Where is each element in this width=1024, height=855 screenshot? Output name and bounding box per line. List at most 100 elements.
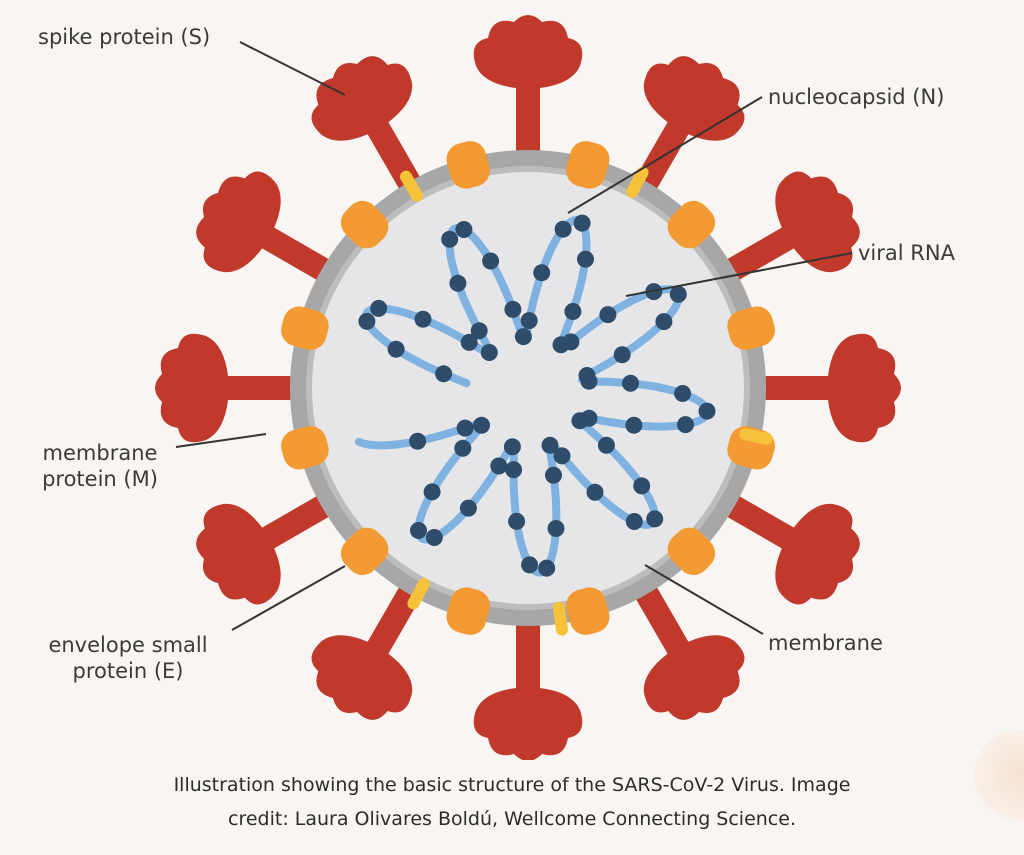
envelope-protein-icon (626, 166, 649, 198)
envelope-protein-icon (552, 601, 568, 636)
spike-protein-icon (722, 493, 860, 605)
nucleocapsid-dot-icon (370, 299, 388, 317)
nucleocapsid-dot-icon (674, 385, 692, 402)
spike-protein-icon (196, 493, 334, 605)
spike-protein-icon (722, 171, 860, 283)
nucleocapsid-dot-icon (503, 438, 521, 456)
nucleocapsid-dot-icon (564, 303, 582, 320)
nucleocapsid-dot-icon (553, 447, 571, 465)
nucleocapsid-dot-icon (545, 466, 562, 484)
nucleocapsid-dot-icon (504, 300, 522, 318)
spike-protein-icon (633, 582, 745, 720)
nucleocapsid-dot-icon (573, 214, 591, 232)
nucleocapsid-dot-icon (597, 436, 615, 454)
spike-protein-icon (473, 15, 583, 156)
nucleocapsid-dot-icon (414, 310, 432, 328)
spike-protein-icon (155, 333, 296, 443)
label-viral-rna: viral RNA (858, 241, 955, 265)
nucleocapsid-dot-icon (505, 461, 523, 479)
nucleocapsid-dot-icon (577, 250, 594, 268)
nucleocapsid-dot-icon (473, 416, 490, 434)
nucleocapsid-dot-icon (538, 559, 556, 577)
label-membrane: membrane (768, 631, 883, 655)
nucleocapsid-dot-icon (541, 436, 559, 454)
caption-line-2: credit: Laura Olivares Boldú, Wellcome C… (228, 808, 796, 830)
spike-protein-layer (155, 15, 901, 760)
nucleocapsid-dot-icon (358, 312, 376, 330)
nucleocapsid-dot-icon (480, 344, 498, 361)
envelope-protein-layer (400, 166, 773, 636)
spike-protein-icon (196, 171, 334, 283)
nucleocapsid-dot-icon (425, 529, 443, 546)
membrane-protein-icon (566, 587, 610, 635)
nucleocapsid-dot-icon (622, 374, 639, 392)
nucleocapsid-dot-icon (698, 402, 716, 420)
membrane-protein-icon (667, 527, 716, 576)
envelope-protein-icon (739, 428, 773, 445)
nucleocapsid-dot-icon (514, 328, 532, 346)
nucleocapsid-dot-icon (613, 346, 631, 364)
membrane-protein-icon (281, 426, 329, 470)
nucleocapsid-layer (358, 214, 716, 577)
virus-interior (312, 172, 744, 604)
figure-caption: Illustration showing the basic structure… (0, 768, 1024, 836)
membrane-protein-icon (340, 527, 389, 576)
nucleocapsid-dot-icon (490, 457, 508, 475)
label-membrane-protein-line2: protein (M) (42, 467, 158, 491)
nucleocapsid-dot-icon (554, 220, 572, 238)
label-envelope-line2: protein (E) (72, 659, 184, 683)
spike-protein-icon (760, 333, 901, 443)
nucleocapsid-dot-icon (646, 510, 664, 528)
nucleocapsid-dot-icon (410, 522, 427, 539)
nucleocapsid-dot-icon (482, 252, 500, 270)
leader-envelope (231, 565, 346, 631)
leader-membrane (644, 564, 764, 635)
membrane-protein-icon (340, 200, 389, 249)
leader-lines (175, 41, 853, 635)
nucleocapsid-dot-icon (521, 556, 539, 574)
membrane-protein-icon (446, 141, 490, 189)
nucleocapsid-dot-icon (455, 221, 473, 238)
membrane-protein-icon (566, 141, 610, 189)
nucleocapsid-dot-icon (470, 322, 488, 340)
nucleocapsid-dot-icon (655, 313, 673, 331)
membrane-protein-icon (281, 306, 329, 350)
nucleocapsid-dot-icon (571, 412, 589, 430)
spike-protein-icon (311, 582, 423, 720)
envelope-protein-icon (400, 170, 423, 202)
envelope-protein-icon (407, 578, 430, 610)
nucleocapsid-dot-icon (449, 274, 467, 292)
label-membrane-protein-line1: membrane (42, 441, 158, 465)
nucleocapsid-dot-icon (625, 416, 643, 434)
nucleocapsid-dot-icon (562, 333, 580, 351)
nucleocapsid-dot-icon (387, 340, 405, 358)
label-envelope-line1: envelope small (48, 633, 208, 657)
nucleocapsid-dot-icon (423, 483, 441, 501)
label-envelope-protein: envelope small protein (E) (28, 632, 228, 684)
membrane-protein-icon (727, 306, 775, 350)
nucleocapsid-dot-icon (633, 477, 651, 495)
nucleocapsid-dot-icon (580, 372, 598, 390)
leader-spike (239, 41, 346, 96)
membrane-protein-icon (667, 200, 716, 249)
nucleocapsid-dot-icon (520, 312, 538, 330)
nucleocapsid-dot-icon (599, 306, 617, 324)
virus-diagram (155, 15, 901, 760)
nucleocapsid-dot-icon (409, 432, 427, 450)
leader-membrane-protein (175, 433, 267, 448)
nucleocapsid-dot-icon (586, 483, 604, 501)
membrane-protein-layer (281, 141, 775, 635)
nucleocapsid-dot-icon (459, 499, 477, 517)
spike-protein-icon (311, 56, 423, 194)
nucleocapsid-dot-icon (456, 419, 474, 437)
nucleocapsid-dot-icon (441, 230, 459, 248)
label-membrane-protein: membrane protein (M) (30, 440, 170, 492)
label-nucleocapsid: nucleocapsid (N) (768, 85, 945, 109)
nucleocapsid-dot-icon (454, 439, 472, 457)
nucleocapsid-dot-icon (547, 520, 565, 537)
label-spike-protein: spike protein (S) (38, 25, 211, 49)
caption-line-1: Illustration showing the basic structure… (173, 774, 851, 796)
nucleocapsid-dot-icon (677, 416, 694, 434)
nucleocapsid-dot-icon (508, 512, 526, 530)
membrane-protein-icon (446, 587, 490, 635)
